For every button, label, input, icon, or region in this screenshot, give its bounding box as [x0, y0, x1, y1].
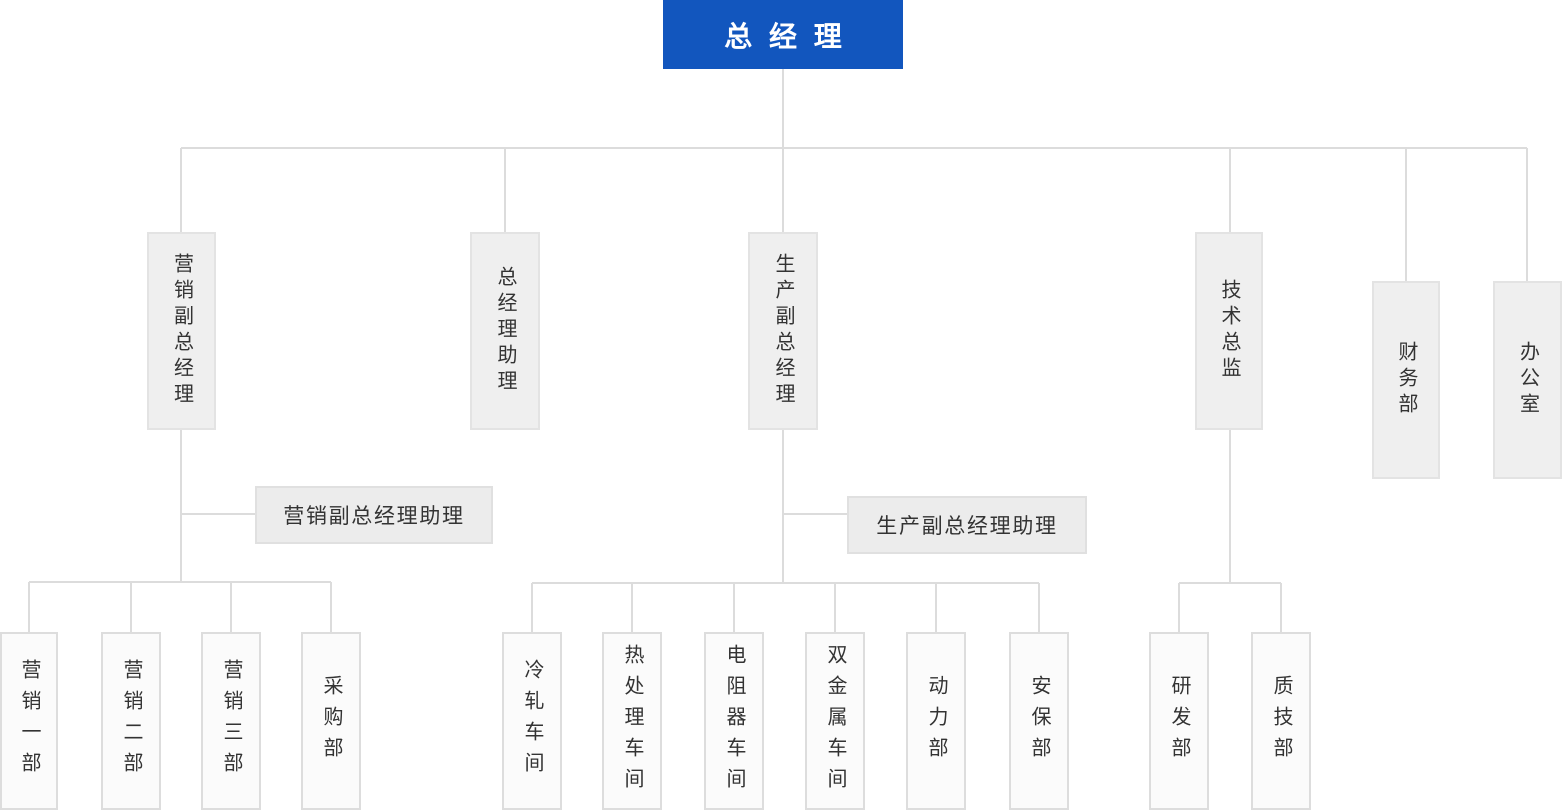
node-heat-treatment-workshop: 热处理车间	[602, 632, 662, 810]
node-label: 技术总监	[1218, 279, 1240, 383]
node-quality-tech-dept: 质技部	[1251, 632, 1311, 810]
node-label: 营销一部	[18, 659, 40, 783]
node-general-manager: 总经理	[663, 0, 903, 69]
node-marketing-dept-3: 营销三部	[201, 632, 261, 810]
node-label: 研发部	[1168, 674, 1190, 768]
node-label: 动力部	[925, 674, 947, 768]
node-office: 办公室	[1493, 281, 1562, 479]
node-gm-assistant: 总经理助理	[470, 232, 540, 430]
node-finance-dept: 财务部	[1372, 281, 1440, 479]
node-label: 营销三部	[220, 659, 242, 783]
node-label: 生产副总经理	[772, 253, 794, 409]
node-label: 营销二部	[120, 659, 142, 783]
node-rd-dept: 研发部	[1149, 632, 1209, 810]
node-power-dept: 动力部	[906, 632, 966, 810]
node-label: 营销副总经理	[170, 253, 193, 409]
node-label: 采购部	[320, 674, 342, 768]
node-cold-rolling-workshop: 冷轧车间	[502, 632, 562, 810]
node-label: 热处理车间	[621, 643, 643, 799]
node-purchasing-dept: 采购部	[301, 632, 361, 810]
node-resistor-workshop: 电阻器车间	[704, 632, 764, 810]
node-bimetal-workshop: 双金属车间	[805, 632, 865, 810]
node-marketing-dept-2: 营销二部	[101, 632, 161, 810]
node-label: 质技部	[1270, 674, 1292, 768]
node-label: 双金属车间	[824, 643, 846, 799]
node-marketing-vp-assistant: 营销副总经理助理	[255, 486, 493, 544]
node-production-vp: 生产副总经理	[748, 232, 818, 430]
node-label: 冷轧车间	[521, 659, 543, 783]
node-security-dept: 安保部	[1009, 632, 1069, 810]
node-tech-director: 技术总监	[1195, 232, 1263, 430]
node-label: 电阻器车间	[723, 643, 745, 799]
node-label: 财务部	[1395, 341, 1417, 419]
node-marketing-vp: 营销副总经理	[147, 232, 216, 430]
node-production-vp-assistant: 生产副总经理助理	[847, 496, 1087, 554]
node-marketing-dept-1: 营销一部	[0, 632, 58, 810]
node-label: 办公室	[1516, 341, 1539, 419]
node-label: 安保部	[1028, 674, 1050, 768]
node-label: 总经理助理	[494, 266, 516, 396]
